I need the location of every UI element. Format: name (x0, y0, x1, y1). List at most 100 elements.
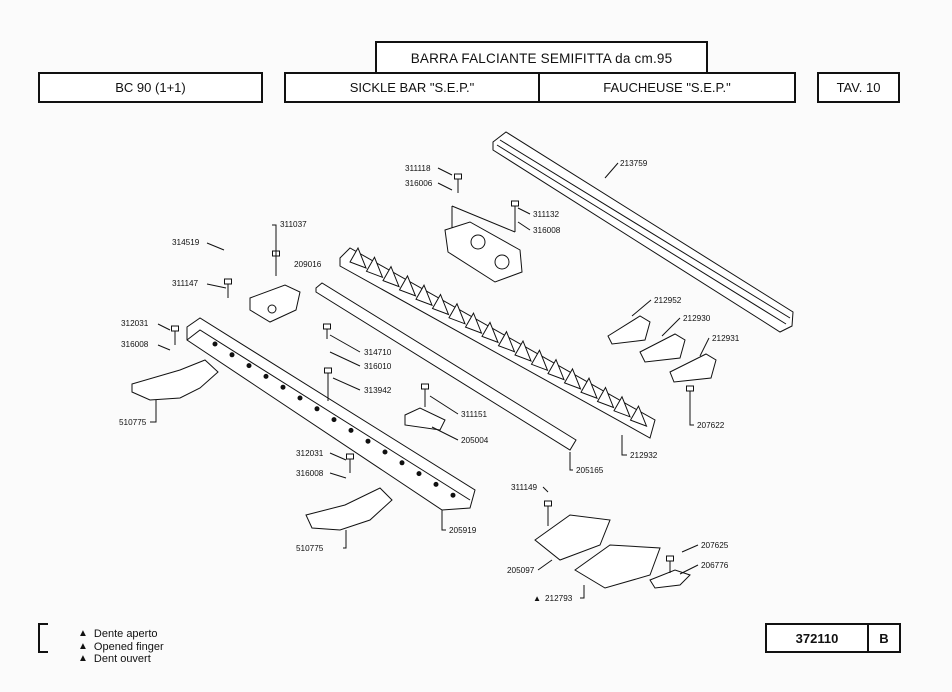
label-209016: 209016 (294, 260, 322, 269)
bar-hole (399, 460, 405, 466)
bar-hole (297, 395, 303, 401)
label-316006: 316006 (405, 179, 433, 188)
drawing-title: BARRA FALCIANTE SEMIFITTA da cm.95 (375, 41, 708, 75)
label-205004: 205004 (461, 436, 489, 445)
label-311037: 311037 (280, 220, 307, 229)
legend: ▲ Dente aperto ▲ Opened finger ▲ Dent ouver… (78, 628, 164, 666)
finger-212931 (669, 353, 717, 383)
label-311151: 311151 (461, 410, 488, 419)
label-206776: 206776 (701, 561, 729, 570)
bolt (666, 555, 674, 573)
knife-tooth (448, 302, 466, 325)
label-316008-lower: 316008 (296, 469, 324, 478)
legend-line-fr: Dent ouvert (93, 653, 151, 665)
bar-hole (280, 384, 286, 390)
label-316008-top: 316008 (533, 226, 561, 235)
bolt (224, 278, 232, 298)
bar-hole (229, 352, 235, 358)
bar-hole (331, 417, 337, 423)
label-207625: 207625 (701, 541, 729, 550)
label-313942: 313942 (364, 386, 392, 395)
bar-hole (263, 373, 269, 379)
drawing-code: 372110 (765, 623, 869, 653)
shoe-510775-lower (305, 487, 393, 531)
label-316008-upper: 316008 (121, 340, 149, 349)
label-205097: 205097 (507, 566, 535, 575)
bar-hole (382, 449, 388, 455)
rail-213759 (492, 131, 794, 333)
header-row: BC 90 (1+1) SICKLE BAR "S.E.P." FAUCHEUS… (38, 72, 900, 103)
knife-tooth (629, 404, 648, 427)
revision-letter: B (867, 623, 901, 653)
label-311132: 311132 (533, 210, 560, 219)
bolt (454, 173, 462, 193)
bar-hole (433, 481, 439, 487)
bar-hole (416, 471, 422, 477)
knife-tooth (497, 330, 516, 353)
bar-hole (246, 363, 252, 369)
label-316010: 316010 (364, 362, 392, 371)
bolt (323, 323, 331, 339)
label-311118: 311118 (405, 164, 431, 173)
label-213759: 213759 (620, 159, 648, 168)
triangle-mark: ▲ (533, 594, 541, 603)
label-212931: 212931 (712, 334, 740, 343)
triangle-icon: ▲ (78, 640, 88, 652)
bolt (511, 200, 519, 220)
name-en-cell: SICKLE BAR "S.E.P." (284, 72, 540, 103)
bar-205165 (315, 282, 577, 451)
label-207622: 207622 (697, 421, 725, 430)
label-314710: 314710 (364, 348, 392, 357)
knife-tooth (580, 377, 598, 400)
label-212793: 212793 (545, 594, 573, 603)
knife-tooth (530, 349, 549, 372)
shoe-510775-upper (131, 359, 219, 401)
knife-tooth (563, 367, 582, 390)
knife-tooth (365, 256, 384, 279)
knife-tooth (415, 284, 433, 307)
knife-tooth (596, 386, 615, 409)
plate-205004 (404, 407, 446, 431)
label-510775-lower: 510775 (296, 544, 324, 553)
knife-tooth (382, 265, 400, 288)
guard-205097 (534, 514, 611, 561)
knife-tooth (349, 246, 367, 269)
bolts (171, 173, 694, 573)
bolt (324, 367, 332, 401)
bolt (346, 453, 354, 473)
finger-212952 (607, 315, 651, 345)
table-number-cell: TAV. 10 (817, 72, 900, 103)
label-311149: 311149 (511, 483, 538, 492)
bolt (544, 500, 552, 526)
legend-line-en: Opened finger (93, 640, 164, 653)
guard-212793 (574, 544, 661, 589)
leader-lines (150, 162, 710, 599)
tip-206776 (649, 569, 691, 589)
triangle-icon: ▲ (78, 628, 88, 639)
bolt (171, 325, 179, 345)
model-cell: BC 90 (1+1) (38, 72, 263, 103)
knife-tooth (398, 274, 417, 297)
bolt (686, 385, 694, 405)
label-312031-upper: 312031 (121, 319, 149, 328)
knife-tooth (514, 339, 532, 362)
knife-tooth (464, 311, 483, 334)
knife-tooth (481, 321, 499, 344)
label-212952: 212952 (654, 296, 682, 305)
bar-hole (212, 341, 218, 347)
bar-hole (348, 427, 354, 433)
knife-head-block (444, 205, 523, 283)
footer-bracket (38, 623, 48, 653)
label-205165: 205165 (576, 466, 604, 475)
bar-holes (212, 341, 456, 498)
label-312031-lower: 312031 (296, 449, 324, 458)
bolt (421, 383, 429, 407)
bar-hole (314, 406, 320, 412)
name-fr-cell: FAUCHEUSE "S.E.P." (538, 72, 796, 103)
knife-teeth (349, 246, 648, 427)
legend-line-it: Dente aperto (93, 628, 158, 640)
knife-tooth (547, 358, 565, 381)
label-314519: 314519 (172, 238, 200, 247)
triangle-icon: ▲ (78, 653, 88, 664)
